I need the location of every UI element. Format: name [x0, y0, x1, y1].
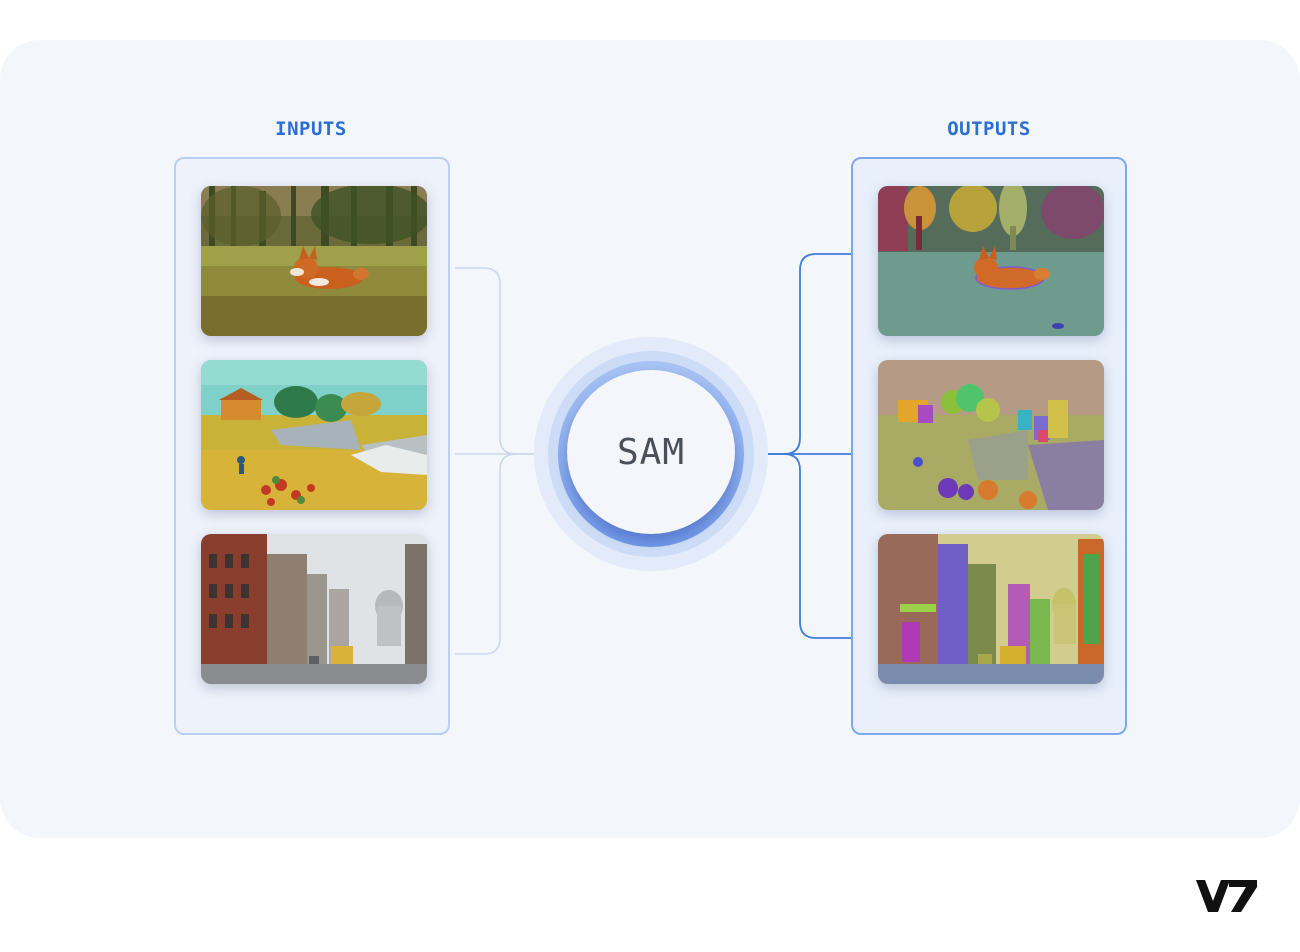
corgi-mask — [974, 246, 1050, 290]
corgi-segmented-image — [878, 186, 1104, 336]
input-connector-top — [455, 267, 534, 455]
painting-segmented-image — [878, 360, 1104, 510]
output-connector-top — [766, 253, 851, 455]
v7-logo-mark — [1196, 880, 1257, 912]
output-image-corgi[interactable] — [878, 186, 1104, 336]
corgi-figure — [290, 246, 369, 289]
inputs-panel — [174, 157, 450, 735]
input-connector-bottom — [455, 453, 517, 655]
output-connectors — [766, 253, 851, 639]
output-connector-bottom — [783, 453, 851, 639]
painting-landscape-image — [201, 360, 427, 510]
output-image-painting[interactable] — [878, 360, 1104, 510]
street-segmented-image — [878, 534, 1104, 684]
outputs-panel — [851, 157, 1127, 735]
output-image-street[interactable] — [878, 534, 1104, 684]
sam-label: SAM — [616, 431, 686, 473]
input-image-street[interactable] — [201, 534, 427, 684]
input-image-corgi[interactable] — [201, 186, 427, 336]
input-image-painting[interactable] — [201, 360, 427, 510]
v7-logo — [1196, 878, 1258, 918]
sam-node[interactable]: SAM — [567, 370, 735, 534]
street-photo-image — [201, 534, 427, 684]
outputs-label: OUTPUTS — [947, 118, 1031, 140]
input-connectors — [455, 267, 534, 655]
corgi-photo-image — [201, 186, 427, 336]
inputs-label: INPUTS — [275, 118, 347, 140]
